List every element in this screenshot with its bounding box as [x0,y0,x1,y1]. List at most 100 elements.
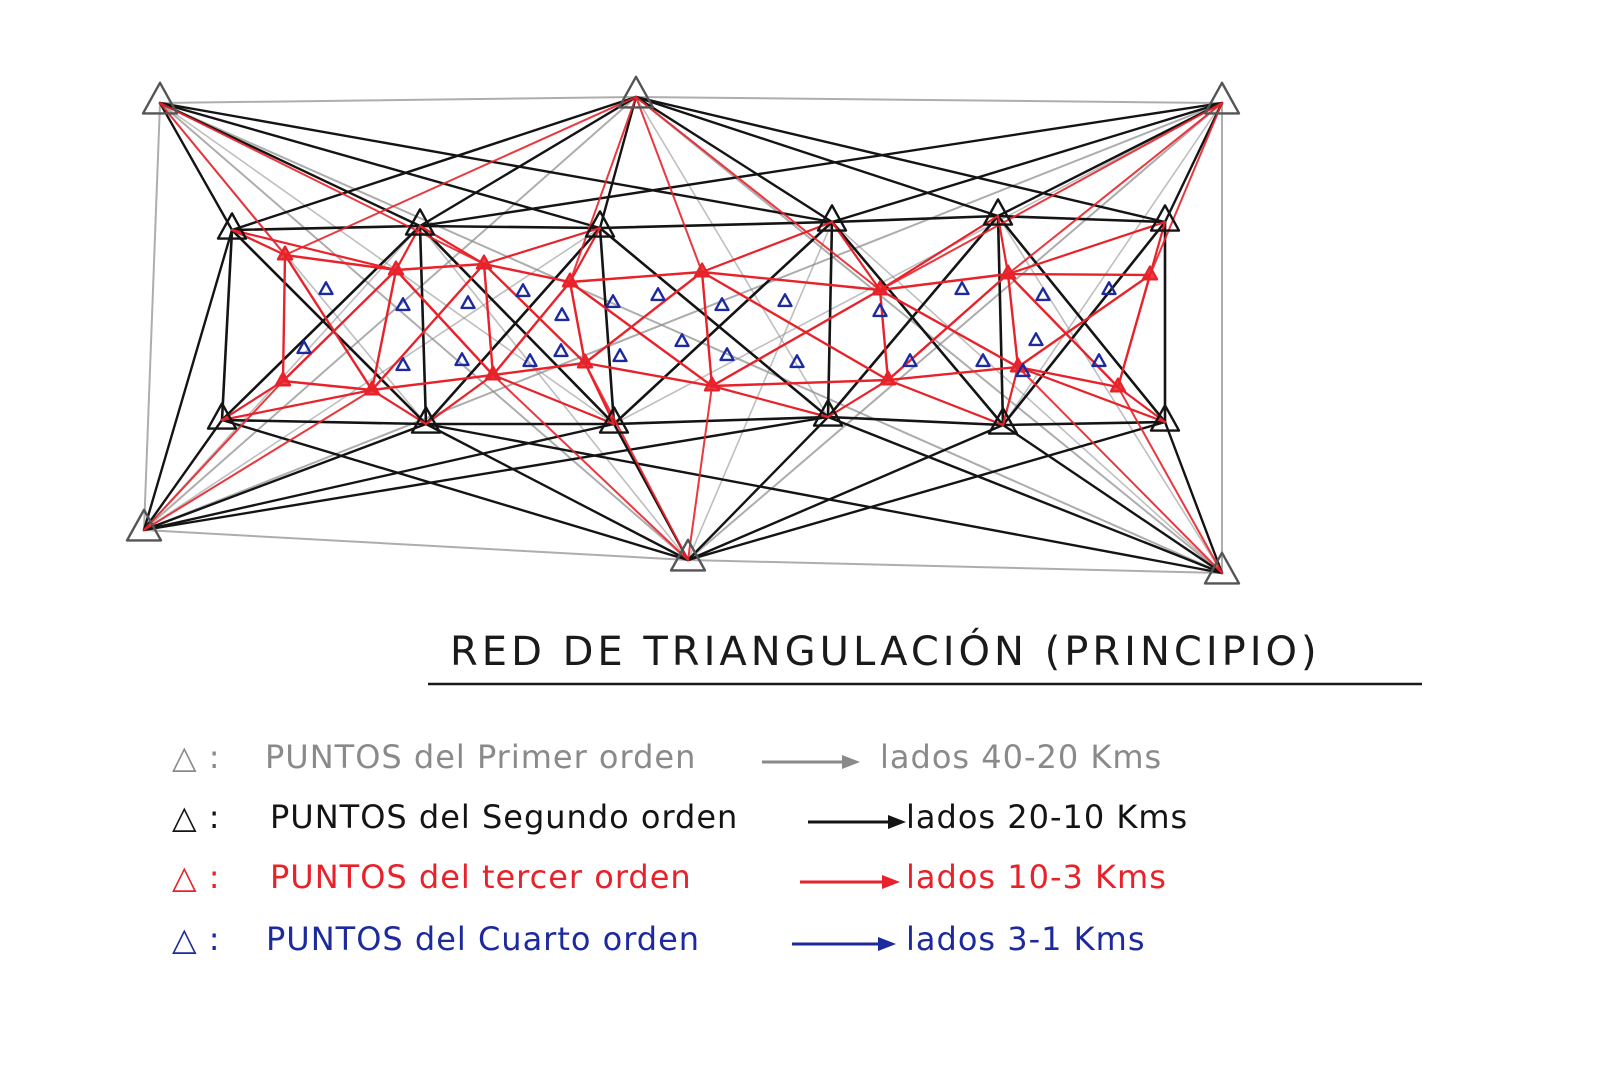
network-line [1006,272,1152,277]
second-order-lines [142,95,1224,575]
legend-label-fourth: PUNTOS del Cuarto orden [266,920,700,958]
third-order-point-icon [561,272,579,288]
second-order-point-icon [816,204,848,232]
third-order-point-icon [1109,377,1127,393]
network-line [1001,420,1167,427]
network-line [284,96,637,256]
third-order-point-icon [387,260,405,276]
network-line [1006,272,1020,369]
first-order-point-icon [617,75,655,109]
second-order-point-icon [1149,204,1181,232]
network-line [482,262,495,377]
network-line [830,220,882,292]
legend-marker-first: △ : [172,738,221,776]
legend-row-fourth-order: △ : PUNTOS del Cuarto orden lados 3-1 Km… [172,920,1145,958]
network-line [220,224,422,422]
first-order-point-icon [669,538,707,572]
network-line [613,102,1223,425]
legend-marker-third: △ : [172,858,221,896]
second-order-point-icon [206,402,238,430]
network-line [1163,101,1224,224]
arrow-head [842,755,860,769]
network-line [143,227,601,531]
second-order-point-icon [598,406,630,434]
network-line [826,214,1000,419]
network-line [598,220,834,230]
network-line [370,268,398,392]
network-line [997,215,1223,574]
network-line [1016,365,1120,389]
third-order-point-icon [999,264,1017,280]
network-line [418,224,616,426]
network-line [878,214,1000,292]
third-order-point-icon [1141,265,1159,281]
network-line [142,422,616,532]
first-order-point-icon [141,81,179,115]
network-line [220,228,234,422]
network-line [159,102,1223,574]
network-line [583,361,714,388]
network-line [634,95,1167,224]
network-line [826,378,890,419]
first-order-point-icon [1203,81,1241,115]
network-line [283,253,398,272]
fourth-order-point-icon [515,283,531,298]
network-line [710,384,830,419]
network-line [886,272,1010,382]
third-order-point-icon [484,365,502,381]
legend-label-third: PUNTOS del tercer orden [270,858,692,896]
second-order-point-icon [216,212,248,240]
legend-row-second-order: △ : PUNTOS del Segundo orden lados 20-10… [172,798,1188,836]
network-line [635,96,1223,104]
network-line [700,220,834,274]
network-line [418,224,602,230]
legend-label-second: PUNTOS del Segundo orden [270,798,738,836]
second-order-point-icon [410,406,442,434]
network-line [158,101,602,230]
legend-row-first-order: △ : PUNTOS del Primer orden lados 40-20 … [172,738,1162,776]
network-line [826,415,1005,427]
network-line [1007,102,1223,275]
fourth-order-point-icon [902,353,918,368]
network-line [424,373,495,426]
network-line [700,270,714,388]
network-line [1017,366,1223,574]
network-line [482,262,587,365]
network-line [1001,423,1224,575]
network-line [143,102,1223,531]
fourth-order-point-icon [318,281,334,296]
legend-marker-second: △ : [172,798,221,836]
fourth-order-point-icon [954,281,970,296]
third-order-point-icon [363,380,381,396]
network-line [230,228,287,257]
legend-sides-second: lados 20-10 Kms [906,798,1188,836]
third-order-point-icon [274,371,292,387]
legend-sides-first: lados 40-20 Kms [880,738,1162,776]
fourth-order-point-icon [650,287,666,302]
third-order-point-icon [475,254,493,270]
network-line [370,388,428,426]
diagram-title: RED DE TRIANGULACIÓN (PRINCIPIO) [450,627,1321,675]
fourth-order-point-icon [554,307,570,322]
fourth-order-point-icon [1035,287,1051,302]
network-line [230,228,398,272]
network-line [700,270,882,292]
fourth-order-point-icon [522,353,538,368]
network-line [830,220,1005,427]
network-line [635,96,703,273]
network-line [878,288,1020,369]
network-line [710,378,890,388]
fourth-order-point-icon [296,340,312,355]
network-line [1116,273,1152,389]
legend-sides-third: lados 10-3 Kms [906,858,1167,896]
network-line [142,422,428,532]
network-line [159,102,286,256]
second-order-point-icon [987,407,1019,435]
network-line [143,529,689,561]
network-line [996,214,1167,224]
fourth-order-point-icon [1101,281,1117,296]
network-line [394,268,495,377]
network-line [424,422,690,562]
network-line [635,96,1223,574]
fourth-order-point-icon [1028,332,1044,347]
